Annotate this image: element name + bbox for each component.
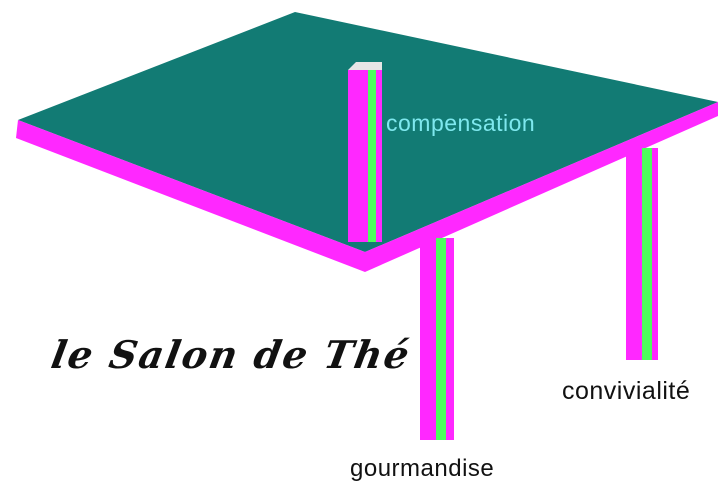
- table-edge-right: [365, 102, 718, 272]
- diagram-title: le Salon de Thé: [48, 332, 415, 377]
- leg-convivialite: [626, 148, 658, 360]
- label-gourmandise: gourmandise: [350, 455, 495, 482]
- leg-gourmandise: [420, 238, 454, 440]
- table-edge-left: [16, 120, 365, 272]
- label-compensation: compensation: [386, 110, 536, 136]
- label-convivialite: convivialité: [562, 377, 691, 405]
- pillar-compensation: [348, 62, 382, 242]
